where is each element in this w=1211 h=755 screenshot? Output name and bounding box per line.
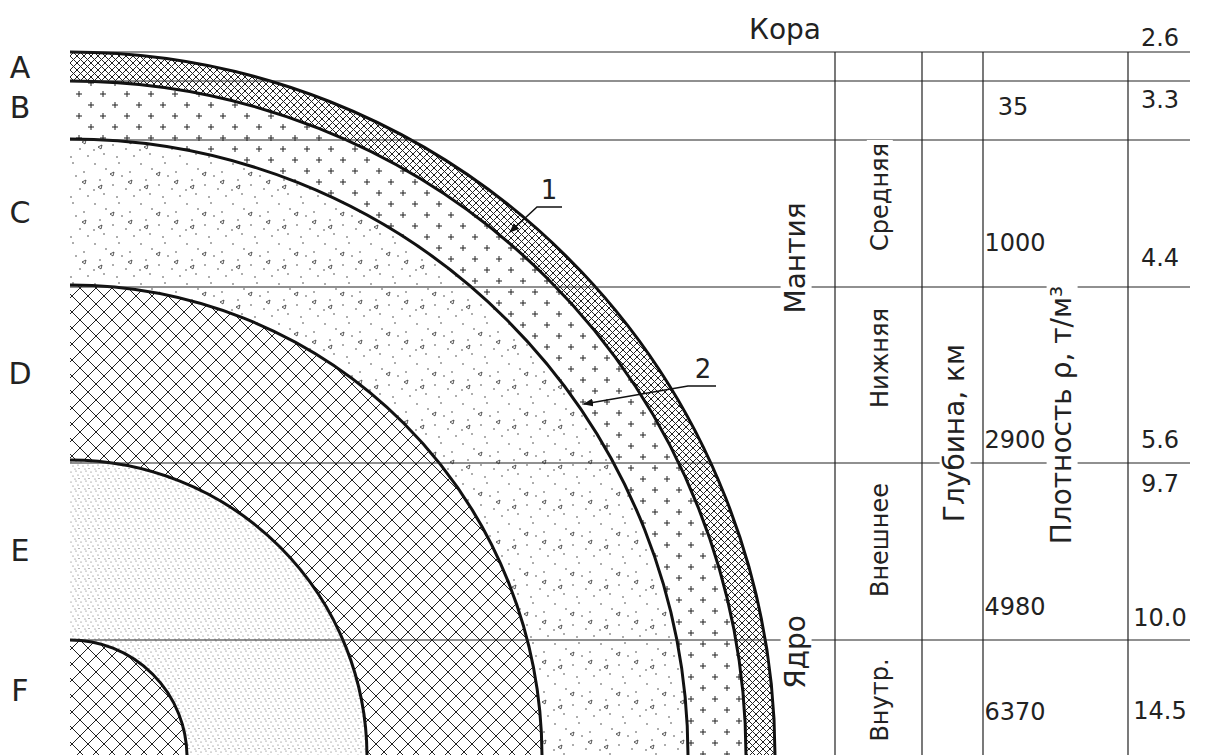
column-heading: Глубина, км — [940, 341, 971, 525]
layer-boundary — [70, 52, 775, 755]
depth-value: 2900 — [984, 427, 1045, 453]
sublayer-name: Внутр. — [867, 655, 893, 744]
depth-value: 4980 — [984, 594, 1045, 620]
density-value: 2.6 — [1141, 25, 1179, 51]
layer-boundary — [70, 285, 542, 755]
layer-heading: Кора — [749, 15, 821, 46]
row-letter: F — [11, 674, 28, 707]
row-letter: A — [10, 51, 31, 84]
row-letter: C — [10, 196, 31, 229]
sublayer-name: Внешнее — [867, 480, 893, 600]
layer-boundary — [70, 81, 746, 755]
leader-lines — [510, 207, 716, 404]
layer-name: Ядро — [781, 612, 812, 692]
depth-value: 1000 — [984, 230, 1045, 256]
callout-number: 2 — [695, 355, 712, 384]
depth-value: 6370 — [984, 699, 1045, 725]
outer-core-layer — [70, 460, 367, 755]
layer-name: Мантия — [781, 200, 812, 317]
layer-boundary — [70, 460, 367, 755]
density-value: 4.4 — [1141, 245, 1179, 271]
sublayer-name: Нижняя — [867, 305, 893, 411]
density-value: 9.7 — [1141, 471, 1179, 497]
leader-line — [584, 386, 716, 404]
earth-layers — [70, 52, 775, 755]
layer-boundary — [70, 139, 688, 755]
row-letter: E — [11, 534, 30, 567]
inner-core-layer — [70, 640, 187, 755]
callout-number: 1 — [541, 176, 558, 205]
density-value: 10.0 — [1133, 605, 1186, 631]
table-grid — [70, 52, 1190, 755]
crust-layer — [70, 52, 775, 755]
depth-value: 35 — [998, 94, 1029, 120]
middle-mantle-layer — [70, 139, 688, 755]
upper-mantle-layer — [70, 81, 746, 755]
leader-line — [510, 207, 562, 232]
sublayer-name: Средняя — [867, 140, 893, 254]
lower-mantle-layer — [70, 285, 542, 755]
column-heading: Плотность ρ, т/м³ — [1047, 283, 1078, 548]
row-letter: D — [8, 357, 31, 390]
density-value: 3.3 — [1141, 87, 1179, 113]
density-value: 5.6 — [1141, 427, 1179, 453]
density-value: 14.5 — [1133, 698, 1186, 724]
layer-boundary — [70, 640, 187, 755]
row-letter: B — [10, 91, 31, 124]
